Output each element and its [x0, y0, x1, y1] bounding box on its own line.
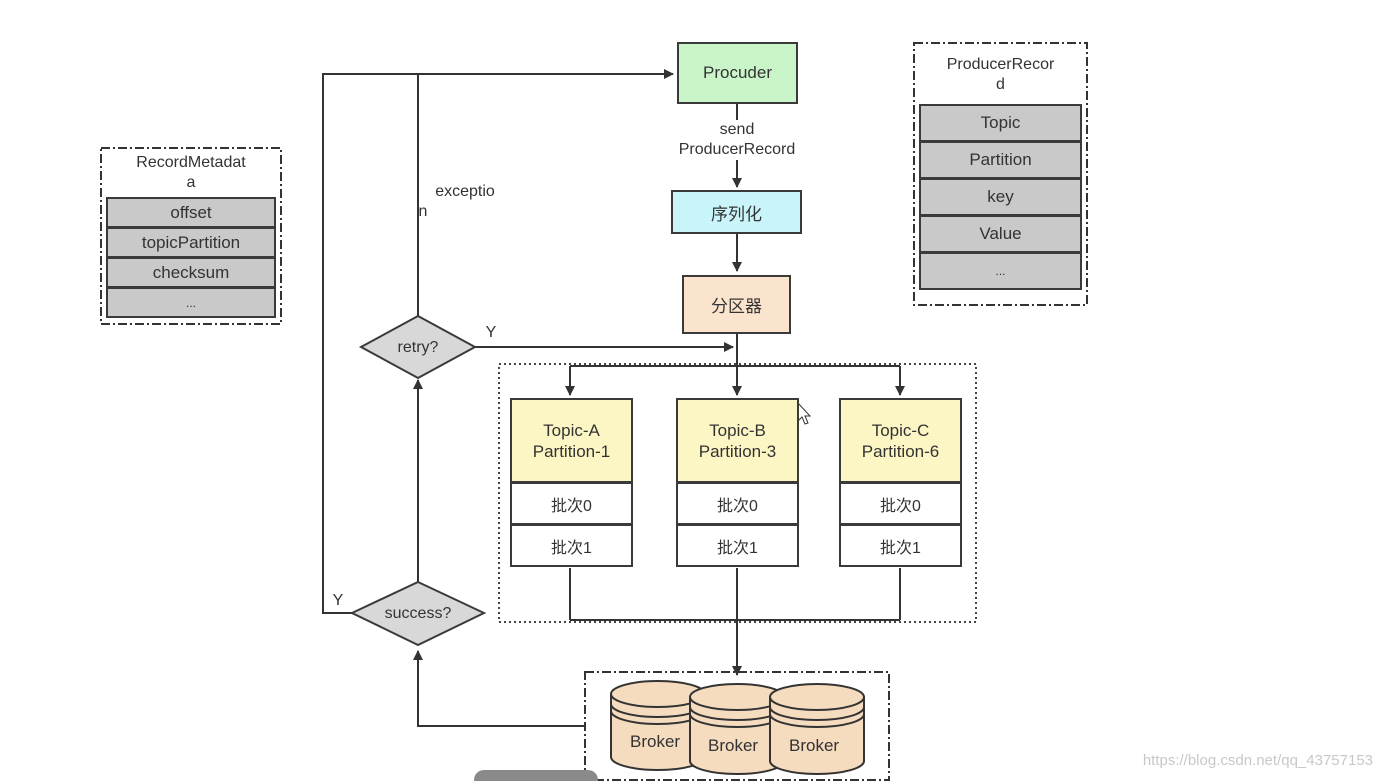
producer-record-title-line2: d: [996, 76, 1005, 93]
partition-batch-0: 批次0: [510, 482, 633, 525]
producer-record-field-topic: Topic: [919, 104, 1082, 142]
partition-head: Topic-B Partition-3: [676, 398, 799, 483]
producer-record-field-value: Value: [919, 215, 1082, 253]
producer-record-title: ProducerRecor d: [914, 55, 1087, 95]
serializer-label: 序列化: [711, 204, 762, 224]
partitioner-node: 分区器: [682, 275, 791, 334]
producer-record-struct: ProducerRecor d Topic Partition key Valu…: [914, 43, 1087, 305]
broker-label-2: Broker: [708, 736, 759, 755]
broker-label-1: Broker: [630, 732, 681, 751]
producer-record-field-partition: Partition: [919, 141, 1082, 179]
record-metadata-frame: [100, 147, 282, 325]
bottom-scroll-pill: [474, 770, 598, 781]
partition-head: Topic-C Partition-6: [839, 398, 962, 483]
record-metadata-title-line2: a: [186, 174, 196, 191]
send-label-line1: send: [719, 121, 755, 138]
partition-id: Partition-3: [698, 441, 777, 461]
partition-id: Partition-1: [532, 441, 611, 461]
producer-record-field-more: ...: [919, 252, 1082, 290]
record-metadata-field-checksum: checksum: [106, 257, 276, 288]
partition-group-border: [498, 363, 977, 623]
watermark-text: https://blog.csdn.net/qq_43757153: [1142, 752, 1373, 769]
record-metadata-title: RecordMetadat a: [101, 153, 281, 193]
success-yes-label: Y: [332, 592, 344, 609]
producer-record-title-line1: ProducerRecor: [946, 56, 1055, 73]
partition-topic: Topic-C: [871, 420, 930, 440]
partition-id: Partition-6: [861, 441, 940, 461]
partition-topic-a: Topic-A Partition-1 批次0 批次1: [510, 398, 633, 568]
record-metadata-field-offset: offset: [106, 197, 276, 228]
partitioner-label: 分区器: [711, 297, 762, 316]
partition-topic: Topic-B: [709, 420, 766, 440]
retry-yes-label: Y: [485, 324, 497, 341]
broker-cylinder-1: [610, 680, 706, 771]
exception-label-line2: n: [418, 203, 428, 220]
partition-batch-0: 批次0: [676, 482, 799, 525]
arrow-broker-to-success: [413, 650, 585, 727]
partition-batch-1: 批次1: [839, 524, 962, 567]
partition-head: Topic-A Partition-1: [510, 398, 633, 483]
record-metadata-title-line1: RecordMetadat: [136, 154, 246, 171]
exception-label-line1: exceptio: [435, 183, 495, 200]
producer-record-field-key: key: [919, 178, 1082, 216]
retry-diamond: [358, 314, 478, 380]
success-diamond: [349, 580, 487, 647]
success-label: success?: [384, 605, 452, 622]
arrow-success-yes-to-producer: [322, 73, 418, 614]
partition-topic-c: Topic-C Partition-6 批次0 批次1: [839, 398, 962, 568]
record-metadata-field-topic-partition: topicPartition: [106, 227, 276, 258]
send-label: send ProducerRecord: [662, 120, 812, 160]
mouse-cursor-icon: [797, 401, 812, 425]
record-metadata-field-more: ...: [106, 287, 276, 318]
partition-batch-0: 批次0: [839, 482, 962, 525]
exception-label: exceptio n: [419, 182, 508, 222]
send-label-line2: ProducerRecord: [678, 141, 796, 158]
retry-label: retry?: [397, 339, 439, 356]
producer-label: Procuder: [703, 63, 772, 82]
serializer-node: 序列化: [671, 190, 802, 234]
broker-frame: [584, 671, 890, 781]
record-metadata-struct: RecordMetadat a offset topicPartition ch…: [101, 148, 281, 324]
broker-cylinder-3: [769, 683, 865, 775]
partition-topic-b: Topic-B Partition-3 批次0 批次1: [676, 398, 799, 568]
producer-record-frame: [913, 42, 1088, 306]
partition-batch-1: 批次1: [510, 524, 633, 567]
partition-batch-1: 批次1: [676, 524, 799, 567]
broker-label-3: Broker: [789, 736, 840, 755]
partition-topic: Topic-A: [543, 420, 600, 440]
producer-node: Procuder: [677, 42, 798, 104]
